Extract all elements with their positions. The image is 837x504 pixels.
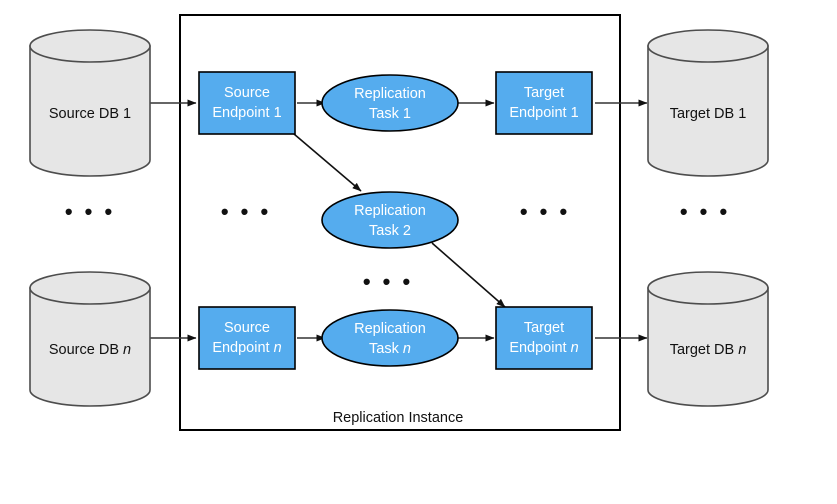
cylinder-body <box>647 45 769 177</box>
node-ellipse <box>321 309 459 367</box>
source-endpoint-1-line2: Endpoint 1 <box>212 105 281 121</box>
source-endpoint-n-italic: n <box>274 340 282 356</box>
replication-task-n-italic: n <box>403 341 411 357</box>
target-endpoint-1[interactable]: Target Endpoint 1 <box>495 71 593 135</box>
source-db-1-text: Source DB 1 <box>49 106 131 122</box>
target-endpoint-n-text: Endpoint <box>509 340 570 356</box>
replication-task-1-line1: Replication <box>354 86 426 102</box>
source-endpoint-n-line2: Endpoint n <box>212 340 281 356</box>
node-box <box>198 71 296 135</box>
source-db-n[interactable]: Source DB n <box>29 271 151 407</box>
source-endpoint-ellipsis: • • • <box>221 199 271 224</box>
source-db-n-text: Source DB <box>49 342 123 358</box>
source-endpoint-n-line1: Source <box>224 320 270 336</box>
replication-task-1[interactable]: Replication Task 1 <box>321 74 459 132</box>
target-endpoint-n[interactable]: Target Endpoint n <box>495 306 593 370</box>
node-box <box>495 71 593 135</box>
source-db-1-label: Source DB 1 <box>49 106 131 122</box>
source-endpoint-n-text: Endpoint <box>212 340 273 356</box>
target-endpoint-n-line2: Endpoint n <box>509 340 578 356</box>
source-db-ellipsis: • • • <box>65 199 115 224</box>
target-db-n-label: Target DB n <box>670 342 747 358</box>
replication-instance-label: Replication Instance <box>333 410 464 426</box>
target-endpoint-1-text: Endpoint 1 <box>509 105 578 121</box>
target-endpoint-1-line2: Endpoint 1 <box>509 105 578 121</box>
source-endpoint-n[interactable]: Source Endpoint n <box>198 306 296 370</box>
connector-sourceendpoint1-to-task2 <box>293 133 362 192</box>
source-endpoint-1-line1: Source <box>224 85 270 101</box>
target-db-1[interactable]: Target DB 1 <box>647 29 769 177</box>
node-box <box>198 306 296 370</box>
replication-task-n-line1: Replication <box>354 321 426 337</box>
source-db-n-label: Source DB n <box>49 342 131 358</box>
target-db-n-italic: n <box>738 342 746 358</box>
source-db-n-italic: n <box>123 342 131 358</box>
cylinder-body <box>647 287 769 407</box>
replication-task-ellipsis: • • • <box>363 269 413 294</box>
replication-task-n-text: Task <box>369 341 403 357</box>
cylinder-body <box>29 287 151 407</box>
cylinder-top <box>647 29 769 63</box>
target-endpoint-n-line1: Target <box>524 320 564 336</box>
node-box <box>495 306 593 370</box>
cylinder-top <box>29 271 151 305</box>
replication-instance-container <box>179 14 621 431</box>
node-ellipse <box>321 191 459 249</box>
target-endpoint-1-line1: Target <box>524 85 564 101</box>
target-endpoint-ellipsis: • • • <box>520 199 570 224</box>
cylinder-top <box>29 29 151 63</box>
target-db-1-label: Target DB 1 <box>670 106 747 122</box>
cylinder-top <box>647 271 769 305</box>
source-db-1[interactable]: Source DB 1 <box>29 29 151 177</box>
target-db-1-text: Target DB 1 <box>670 106 747 122</box>
target-db-n[interactable]: Target DB n <box>647 271 769 407</box>
source-endpoint-1[interactable]: Source Endpoint 1 <box>198 71 296 135</box>
target-db-n-text: Target DB <box>670 342 739 358</box>
replication-task-n[interactable]: Replication Task n <box>321 309 459 367</box>
source-endpoint-1-text: Endpoint 1 <box>212 105 281 121</box>
replication-task-2-text: Task 2 <box>369 223 411 239</box>
replication-task-2-line1: Replication <box>354 203 426 219</box>
target-db-ellipsis: • • • <box>680 199 730 224</box>
replication-task-n-line2: Task n <box>369 341 411 357</box>
replication-task-2-line2: Task 2 <box>369 223 411 239</box>
replication-task-2[interactable]: Replication Task 2 <box>321 191 459 249</box>
node-ellipse <box>321 74 459 132</box>
replication-task-1-text: Task 1 <box>369 106 411 122</box>
replication-task-1-line2: Task 1 <box>369 106 411 122</box>
cylinder-body <box>29 45 151 177</box>
connector-task2-to-targetendpointn <box>431 242 506 308</box>
target-endpoint-n-italic: n <box>571 340 579 356</box>
